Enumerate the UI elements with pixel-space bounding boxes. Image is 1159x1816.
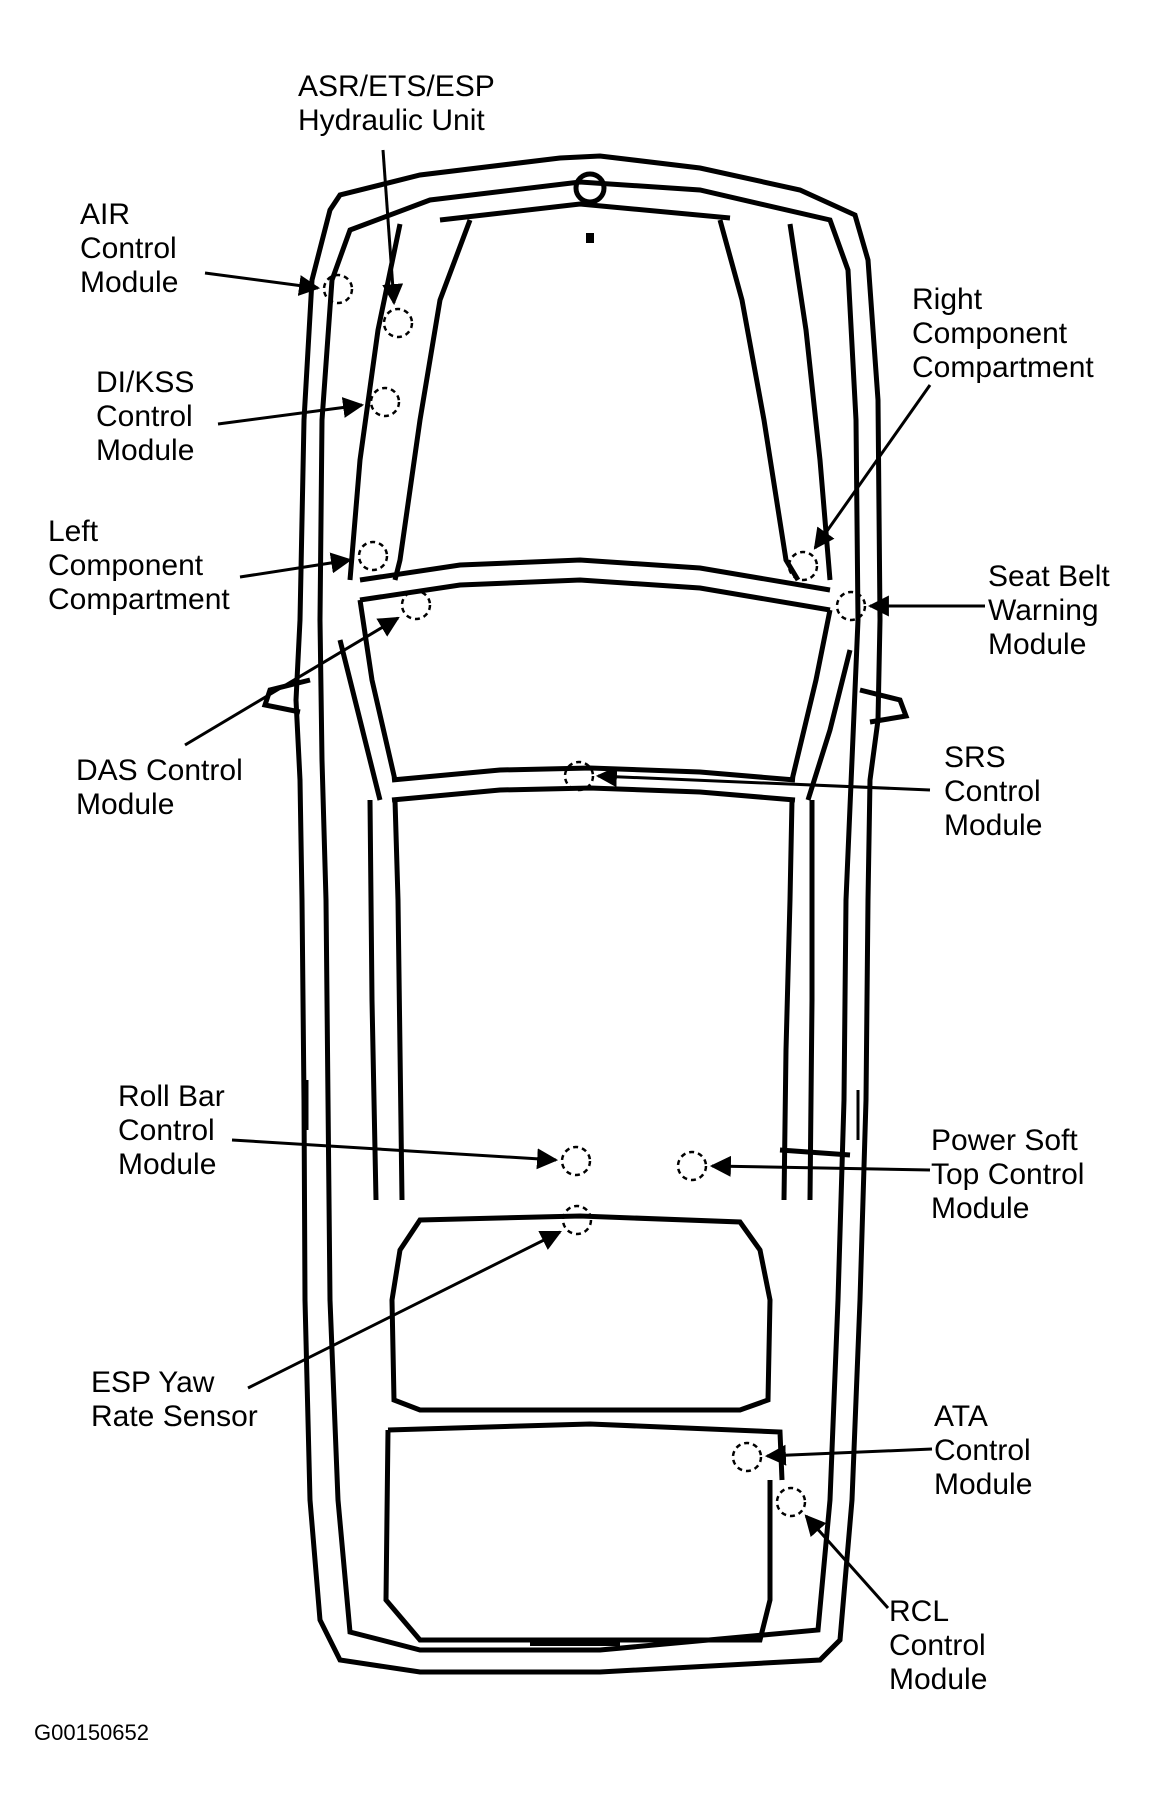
power-soft-top-marker bbox=[676, 1150, 708, 1182]
di-kss-marker bbox=[369, 386, 401, 418]
ata-control-marker bbox=[731, 1441, 763, 1473]
asr-ets-esp-marker bbox=[382, 307, 414, 339]
left-component-marker bbox=[357, 540, 389, 572]
right-component-marker bbox=[787, 550, 819, 582]
roll-bar-marker bbox=[560, 1145, 592, 1177]
leader-lines bbox=[184, 149, 985, 1609]
air-control-marker bbox=[322, 273, 354, 305]
das-control-marker bbox=[400, 589, 432, 621]
seat-belt-marker bbox=[835, 590, 867, 622]
figure-id: G00150652 bbox=[34, 1720, 149, 1745]
component-markers bbox=[322, 273, 867, 1518]
car-body-outline bbox=[261, 153, 910, 1675]
srs-control-marker bbox=[563, 760, 595, 792]
esp-yaw-marker bbox=[561, 1204, 593, 1236]
rcl-control-marker bbox=[775, 1486, 807, 1518]
